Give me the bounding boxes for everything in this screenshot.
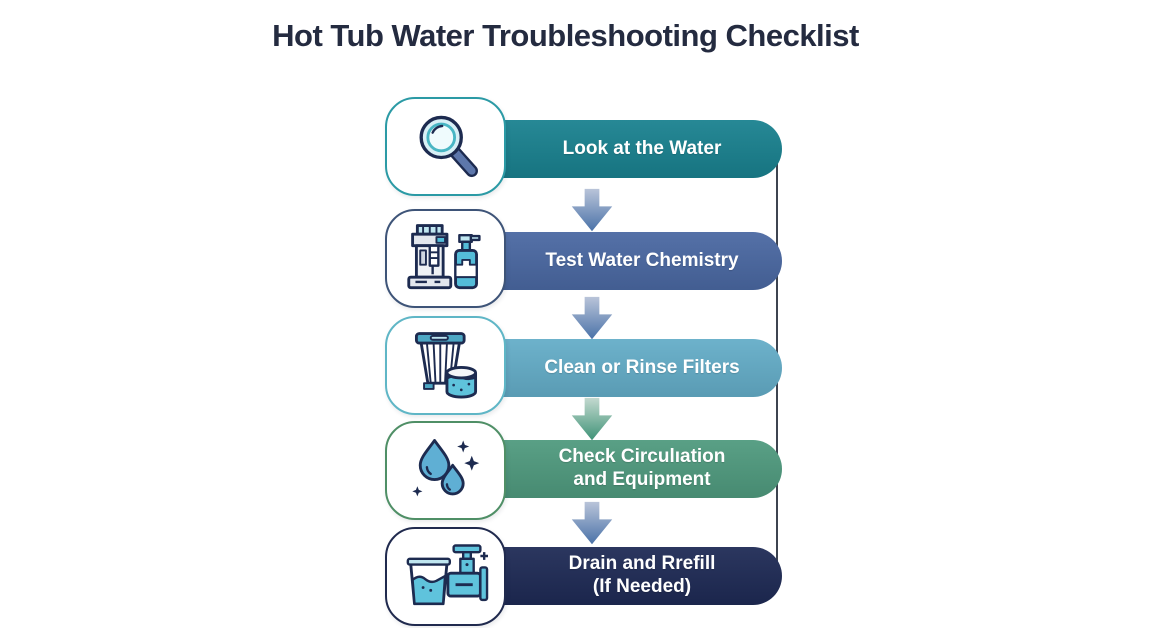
- step-label-line2: (If Needed): [592, 576, 692, 597]
- icon-card-3: [385, 316, 506, 415]
- step-label: Test Water Chemistry: [545, 249, 739, 271]
- water-drops-icon: [411, 438, 479, 496]
- step-pill-2: Test Water Chemistry: [462, 232, 782, 290]
- down-arrow-icon: [571, 188, 613, 232]
- icon-card-5: [385, 527, 506, 626]
- filter-cartridge-icon: [414, 331, 477, 398]
- step-label: Check Circulıation: [558, 446, 726, 468]
- icon-card-4: [385, 421, 506, 520]
- icon-card-1: [385, 97, 506, 196]
- step-label: Clean or Rinse Filters: [544, 356, 740, 378]
- step-pill-4: Check Circulıation and Equipment: [462, 440, 782, 498]
- step-pill-3: Clean or Rinse Filters: [462, 339, 782, 397]
- icon-card-2: [385, 209, 506, 308]
- down-arrow-icon: [571, 397, 613, 441]
- step-pill-1: Look at the Water: [462, 120, 782, 178]
- magnifier-icon: [419, 115, 478, 177]
- step-pill-5: Drain and Rrefill (If Needed): [462, 547, 782, 605]
- page-title: Hot Tub Water Troubleshooting Checklist: [272, 18, 859, 53]
- step-label: Look at the Water: [562, 137, 722, 159]
- down-arrow-icon: [571, 501, 613, 545]
- down-arrow-icon: [571, 296, 613, 340]
- step-label-line2: and Equipment: [573, 469, 711, 490]
- test-kit-icon: [406, 223, 481, 289]
- step-label: Drain and Rrefill: [568, 553, 716, 575]
- drain-valve-icon: [406, 543, 488, 605]
